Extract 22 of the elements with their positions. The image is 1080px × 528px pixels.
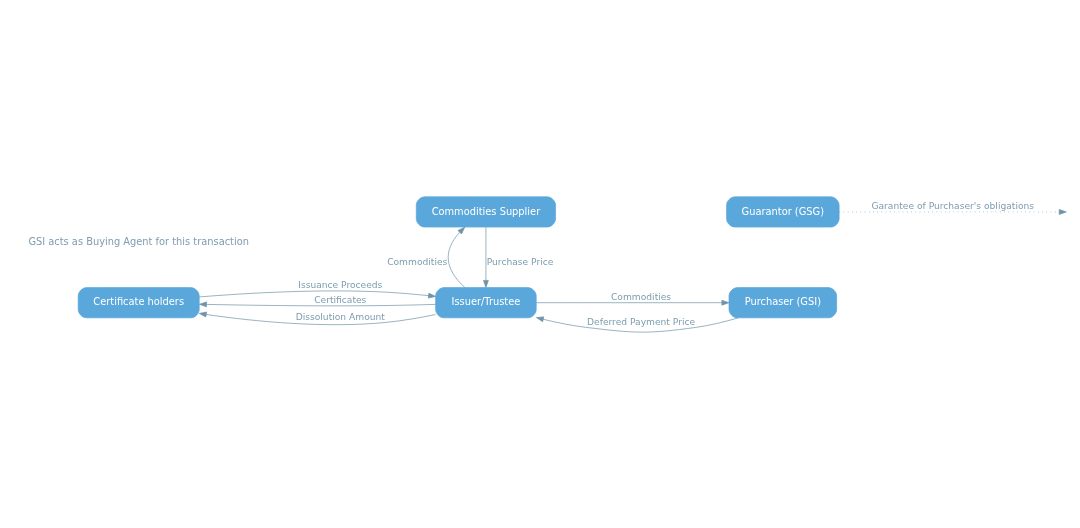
arrow <box>536 299 730 306</box>
arrow <box>199 301 436 307</box>
node-box: Guarantor (GSG) <box>726 195 840 227</box>
edge-label: Commodities <box>387 256 448 267</box>
arrow <box>447 226 466 288</box>
node-box: Certificate holders <box>77 286 200 318</box>
edge-label: Issuance Proceeds <box>298 279 383 290</box>
node-box: Issuer/Trustee <box>435 286 537 318</box>
arrow <box>536 316 739 332</box>
node-box: Purchaser (GSI) <box>728 286 837 318</box>
arrow <box>839 208 1067 215</box>
edge-label: Dissolution Amount <box>295 311 385 322</box>
arrow <box>483 226 489 288</box>
label: GSI acts as Buying Agent for this transaction <box>28 235 249 247</box>
arrow <box>198 290 436 298</box>
node-box: Commodities Supplier <box>415 195 556 227</box>
edge-label: Purchase Price <box>486 256 554 267</box>
edge-label: Certificates <box>314 294 367 305</box>
edge-label: Garantee of Purchaser's obligations <box>871 200 1035 211</box>
edge-label: Commodities <box>611 291 672 302</box>
arrow <box>198 311 436 325</box>
edge-label: Deferred Payment Price <box>587 316 696 327</box>
